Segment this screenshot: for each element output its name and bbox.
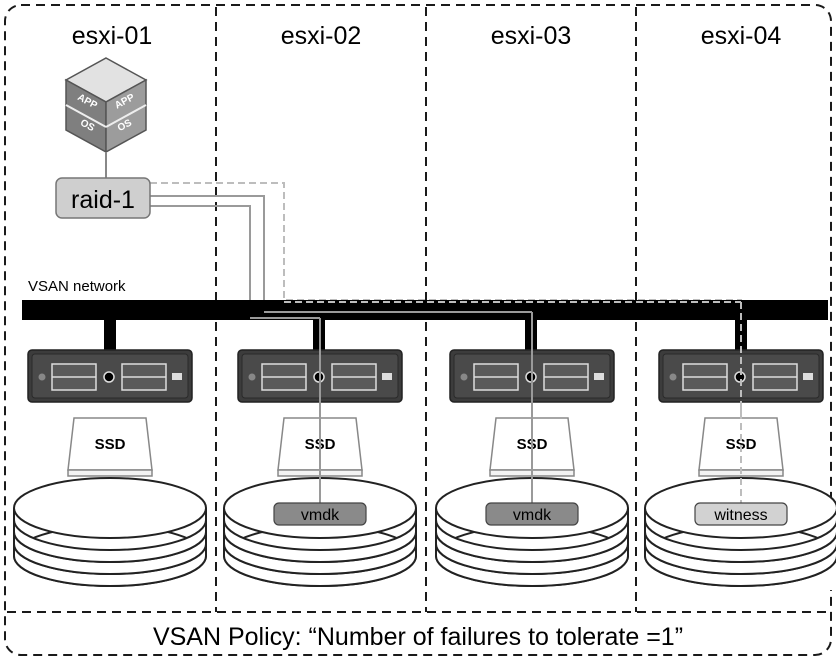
host-title-esxi-01: esxi-01 xyxy=(72,22,153,50)
object-label: vmdk xyxy=(301,507,340,524)
replication-links xyxy=(150,182,742,510)
object-vmdk: vmdk xyxy=(485,502,579,526)
server-icon xyxy=(658,349,824,403)
policy-text: VSAN Policy: “Number of failures to tole… xyxy=(153,623,683,651)
virtual-machine-icon: APP APP OS OS xyxy=(64,57,148,154)
ssd-icon: SSD xyxy=(698,417,784,477)
object-label: vmdk xyxy=(513,507,552,524)
ssd-label: SSD xyxy=(726,436,757,453)
raid-1-label: raid-1 xyxy=(71,186,135,214)
server-icon xyxy=(27,349,193,403)
host-title-esxi-04: esxi-04 xyxy=(701,22,782,50)
object-witness: witness xyxy=(694,502,788,526)
disk-stack-icon xyxy=(223,477,417,590)
disk-stack-icon xyxy=(435,477,629,590)
server-icon xyxy=(449,349,615,403)
raid-1-box xyxy=(55,177,151,219)
host-title-esxi-03: esxi-03 xyxy=(491,22,572,50)
drop-esxi-01 xyxy=(104,320,116,350)
host-title-esxi-02: esxi-02 xyxy=(281,22,362,50)
vsan-objects: vmdk vmdk witness xyxy=(273,502,788,526)
cluster-frame xyxy=(4,4,832,656)
object-label: witness xyxy=(713,507,767,524)
object-vmdk: vmdk xyxy=(273,502,367,526)
vertical-link-overlay xyxy=(319,302,742,508)
vsan-network-bus xyxy=(22,300,828,320)
link-to-witness xyxy=(150,182,742,510)
ssd-label: SSD xyxy=(95,436,126,453)
ssd-icon: SSD xyxy=(67,417,153,477)
bus-link-overlay xyxy=(250,301,741,319)
host-esxi-03: SSD xyxy=(435,349,629,590)
network-label: VSAN network xyxy=(28,278,126,295)
disk-stack-icon xyxy=(13,477,207,590)
host-esxi-01: SSD xyxy=(13,349,207,590)
